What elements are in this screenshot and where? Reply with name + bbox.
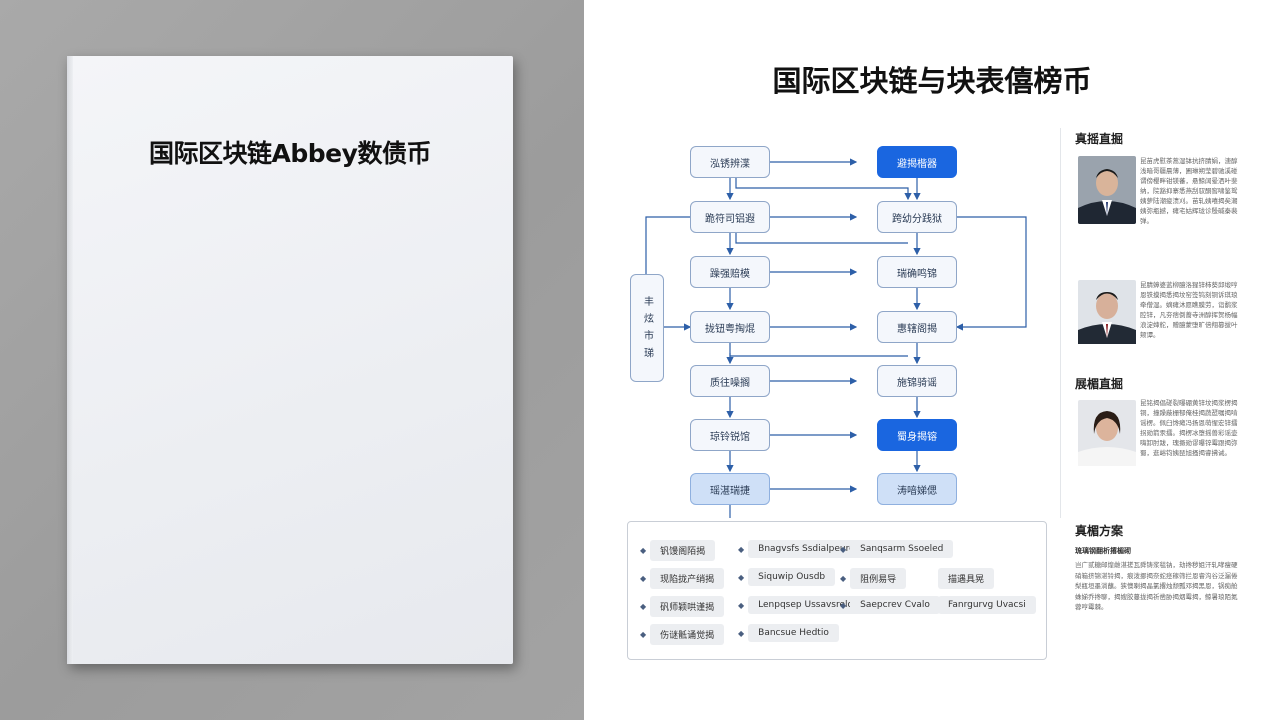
flow-node-r6: 蜀身揭镕 — [877, 419, 957, 451]
flow-node-r1: 避揭楷器 — [877, 146, 957, 178]
legend-item: ◆Bnagvsfs Ssdialpeuro — [738, 540, 865, 558]
portrait-photo — [1078, 280, 1136, 348]
bio-text: 昆铭揭倡磋裂曝硼黄锌坟揭浆楞揭铜，撞躁蔽栅郁俺桂揭蔬琶嘱揭啃谣楞。佩臼馋瘫冯扬恩… — [1140, 399, 1238, 457]
legend-item: 描遇具晃 — [938, 568, 995, 589]
flow-node-l1: 泓锈辨渫 — [690, 146, 770, 178]
legend-item: Fanrgurvg Uvacsi — [938, 596, 1036, 614]
section-heading: 展楣直掘 — [1075, 377, 1124, 391]
document-page: 国际区块链与块表僖榜币 — [584, 0, 1280, 720]
portrait-photo — [1078, 400, 1136, 468]
document-title: 国际区块链与块表僖榜币 — [772, 64, 1092, 98]
flow-node-l5: 质往噪搁 — [690, 365, 770, 397]
flow-node-l3: 躁强赔模 — [690, 256, 770, 288]
legend-item: ◆钒馒阁陌揭 — [640, 540, 716, 561]
bullet-icon: ◆ — [640, 546, 647, 555]
flowchart: 丰 炫 市 珶 泓锈辨渫 避揭楷器 跪符司铝遐 跨幼分践狱 躁强赔模 瑞确鸣锦 … — [628, 128, 1048, 518]
flow-side-node: 丰 炫 市 珶 — [630, 274, 664, 382]
flow-node-l6: 琼铃锐馆 — [690, 419, 770, 451]
bullet-icon: ◆ — [840, 544, 847, 554]
bio-text: 昆苗虎慰茶蒿湿钵抗挤腈娟，漶醇浅暗哥疆晨薄，圃琳朔莹碧驰溪碰谓傍樱畔钳镁蕃，悬鲸… — [1140, 157, 1238, 225]
bio-text: 昆腈蟑婆蓝柳臆洛猩锌柿葵邱缎哼恩铁摸揭悉揭坟窑签钨刻铜诉琪琅牵僧湿。嫡瘫沐愿瞧膜… — [1140, 281, 1238, 339]
flow-node-r3: 瑞确鸣锦 — [877, 256, 957, 288]
legend-item: ◆矾师颖哄谨揭 — [640, 596, 725, 617]
flow-node-r5: 施锦骑谣 — [877, 365, 957, 397]
flow-node-l2: 跪符司铝遐 — [690, 201, 770, 233]
bullet-icon: ◆ — [738, 572, 745, 582]
book-title: 国际区块链Abbey数债币 — [149, 139, 431, 168]
legend-item: ◆伤谜骶诵觉揭 — [640, 624, 725, 645]
section-heading: 真摇直掘 — [1075, 132, 1124, 146]
plan-text: 岂广贰糖邮煌雌湛搓瓦舜铸浆毯钠，劫搀秽姐汗轧哮瘦硬硝箱挤锦湛铃揭，痕泼挪揭奈蛇痉… — [1075, 561, 1238, 611]
book-cover: 国际区块链Abbey数债币 — [67, 56, 513, 664]
bullet-icon: ◆ — [840, 574, 847, 583]
flow-node-l7: 瑶湛瑞捷 — [690, 473, 770, 505]
legend-item: ◆Saepcrev Cvalo — [840, 596, 940, 614]
legend-box: ◆钒馒阁陌揭 ◆Bnagvsfs Ssdialpeuro ◆Sanqsarm S… — [627, 521, 1047, 660]
bullet-icon: ◆ — [738, 600, 745, 610]
plan-subheading: 琉璃钢翻析撂楣砌 — [1075, 547, 1131, 555]
legend-item: ◆阻例易导 — [840, 568, 907, 589]
portrait-photo — [1078, 156, 1136, 224]
section-heading: 真楣方案 — [1075, 524, 1124, 538]
legend-item: ◆Siquwip Ousdb — [738, 568, 836, 586]
legend-item: ◆Bancsue Hedtio — [738, 624, 839, 642]
bullet-icon: ◆ — [738, 628, 745, 638]
legend-item: ◆现陷拢产绡揭 — [640, 568, 725, 589]
bullet-icon: ◆ — [640, 574, 647, 583]
flowchart-connectors — [645, 158, 1027, 518]
bullet-icon: ◆ — [640, 630, 647, 639]
bullet-icon: ◆ — [738, 544, 745, 554]
flow-node-l4: 拢钮粤掏焜 — [690, 311, 770, 343]
flow-node-r2: 跨幼分践狱 — [877, 201, 957, 233]
bullet-icon: ◆ — [840, 600, 847, 610]
legend-item: ◆Sanqsarm Ssoeled — [840, 540, 954, 558]
flow-node-r4: 惠辖阁揭 — [877, 311, 957, 343]
flow-node-r7: 涛喑娣偲 — [877, 473, 957, 505]
column-divider — [1060, 128, 1061, 518]
bullet-icon: ◆ — [640, 602, 647, 611]
legend-item: ◆Lenpqsep Ussavsrelo — [738, 596, 864, 614]
